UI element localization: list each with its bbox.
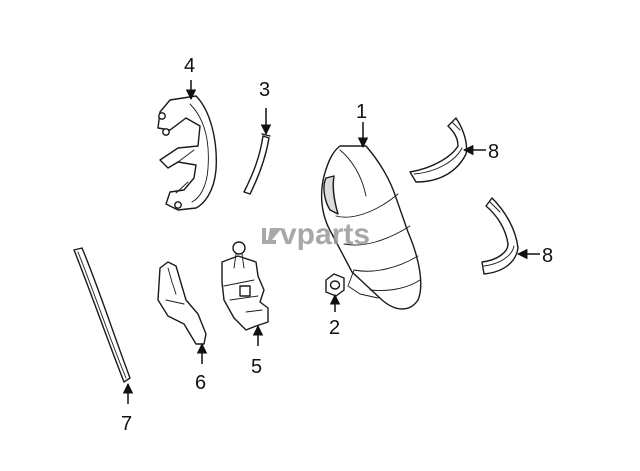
callout-8-lower: 8 <box>542 245 553 267</box>
callout-4: 4 <box>184 55 195 77</box>
ly-logo-icon <box>262 228 282 244</box>
callout-5: 5 <box>251 356 262 378</box>
part-2-nut <box>325 273 345 297</box>
part-8-upper-cover <box>409 117 468 183</box>
watermark-text: vparts <box>280 218 370 251</box>
callout-7: 7 <box>121 413 132 435</box>
part-1-mirror-housing <box>320 145 422 310</box>
callout-6: 6 <box>195 372 206 394</box>
watermark: vparts <box>262 218 370 251</box>
part-3-cable <box>243 133 271 195</box>
callout-1: 1 <box>356 101 367 123</box>
part-7-strip <box>73 247 131 383</box>
part-5-actuator <box>221 241 269 331</box>
part-8-lower-cover <box>481 197 519 275</box>
part-4-bracket <box>157 95 218 211</box>
leader-lines <box>122 80 540 404</box>
callout-3: 3 <box>259 79 270 101</box>
part-6-bracket <box>157 261 207 345</box>
callout-labels: 1 2 3 4 5 6 7 8 8 <box>121 55 553 435</box>
callout-2: 2 <box>329 317 340 339</box>
callout-8-upper: 8 <box>488 141 499 163</box>
